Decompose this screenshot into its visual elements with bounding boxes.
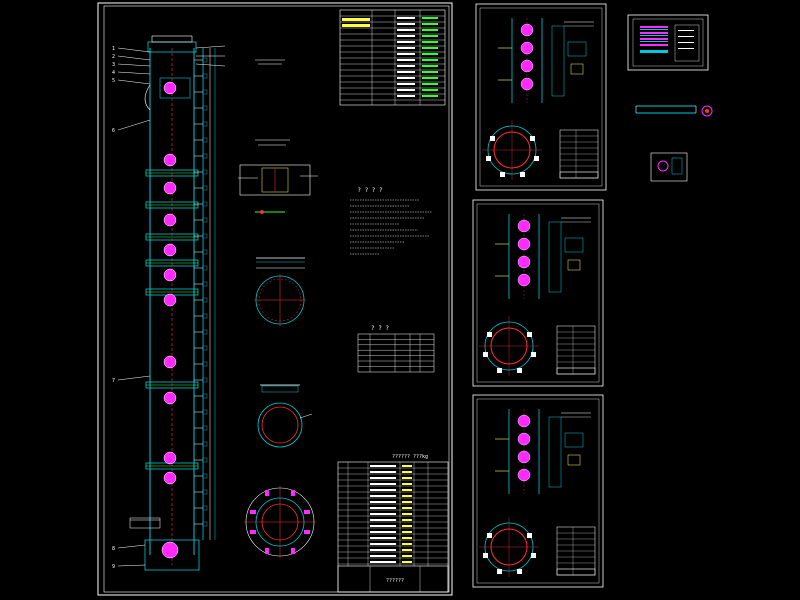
design-spec-table — [339, 9, 446, 106]
circle-nozzle-icon — [163, 153, 177, 167]
circle-nozzle-icon — [520, 59, 534, 73]
weight-note: ?????? ???kg — [392, 454, 428, 460]
flange-detail-top — [255, 59, 290, 146]
rail-ticks — [194, 57, 208, 527]
horizontal-vessel-view — [635, 105, 713, 117]
svg-text:5: 5 — [112, 78, 115, 84]
title-block: ?????? — [337, 565, 449, 593]
main-sheet-outer-frame — [97, 2, 453, 596]
main-sheet-inner-frame — [103, 5, 450, 593]
circle-nozzle-icon — [163, 391, 177, 405]
main-sheet[interactable]: 1 2 3 4 5 6 7 8 9 — [97, 2, 453, 596]
circle-nozzle-icon — [163, 471, 177, 485]
svg-text:7: 7 — [112, 378, 115, 384]
circle-nozzle-icon — [520, 23, 534, 37]
bill-of-materials — [337, 461, 449, 593]
circle-nozzle-icon — [517, 432, 531, 446]
tower-nozzles — [163, 81, 177, 485]
svg-text:1: 1 — [112, 46, 115, 52]
circle-nozzle-icon — [163, 181, 177, 195]
plate-detail — [256, 257, 305, 269]
detail-sheet-3[interactable] — [472, 394, 604, 588]
nozzle-table-heading: ? ? ? — [371, 325, 389, 332]
circle-nozzle-icon — [163, 213, 177, 227]
ring-section-1 — [254, 274, 306, 326]
circle-nozzle-icon — [163, 243, 177, 257]
nozzle-table: ? ? ? — [357, 325, 435, 373]
circle-nozzle-icon — [517, 273, 531, 287]
circle-nozzle-icon — [520, 77, 534, 91]
svg-text:6: 6 — [112, 128, 115, 134]
technical-notes: ? ? ? ? — [350, 187, 432, 255]
circle-nozzle-icon — [517, 450, 531, 464]
svg-text:8: 8 — [112, 546, 115, 552]
circle-nozzle-icon — [163, 355, 177, 369]
circle-nozzle-icon — [520, 41, 534, 55]
circle-nozzle-icon — [517, 255, 531, 269]
circle-nozzle-icon — [517, 468, 531, 482]
leader-lines — [117, 47, 151, 567]
gasket-detail — [238, 164, 318, 214]
circle-nozzle-icon — [163, 293, 177, 307]
ring-section-3 — [244, 486, 316, 558]
plate-detail-2 — [260, 384, 300, 393]
circle-nozzle-icon — [163, 81, 177, 95]
svg-text:9: 9 — [112, 564, 115, 570]
svg-text:2: 2 — [112, 54, 115, 60]
drawing-title: ?????? — [386, 578, 404, 584]
technical-notes-heading: ? ? ? ? — [357, 187, 383, 194]
svg-text:4: 4 — [112, 70, 115, 76]
circle-nozzle-icon — [163, 451, 177, 465]
circle-nozzle-icon — [517, 237, 531, 251]
tower-column: 1 2 3 4 5 6 7 8 9 — [112, 35, 226, 571]
circle-nozzle-icon — [517, 414, 531, 428]
circle-nozzle-icon — [517, 219, 531, 233]
overview-thumbnail[interactable] — [627, 14, 709, 71]
svg-text:3: 3 — [112, 62, 115, 68]
detail-sheet-1[interactable] — [475, 3, 607, 191]
circle-nozzle-icon — [163, 268, 177, 282]
leader-numbers: 1 2 3 4 5 6 7 8 9 — [112, 46, 115, 570]
detail-sheet-2[interactable] — [472, 199, 604, 387]
detail-sheets[interactable] — [472, 3, 607, 588]
small-detail-box — [650, 152, 688, 182]
ring-section-2 — [257, 402, 313, 448]
